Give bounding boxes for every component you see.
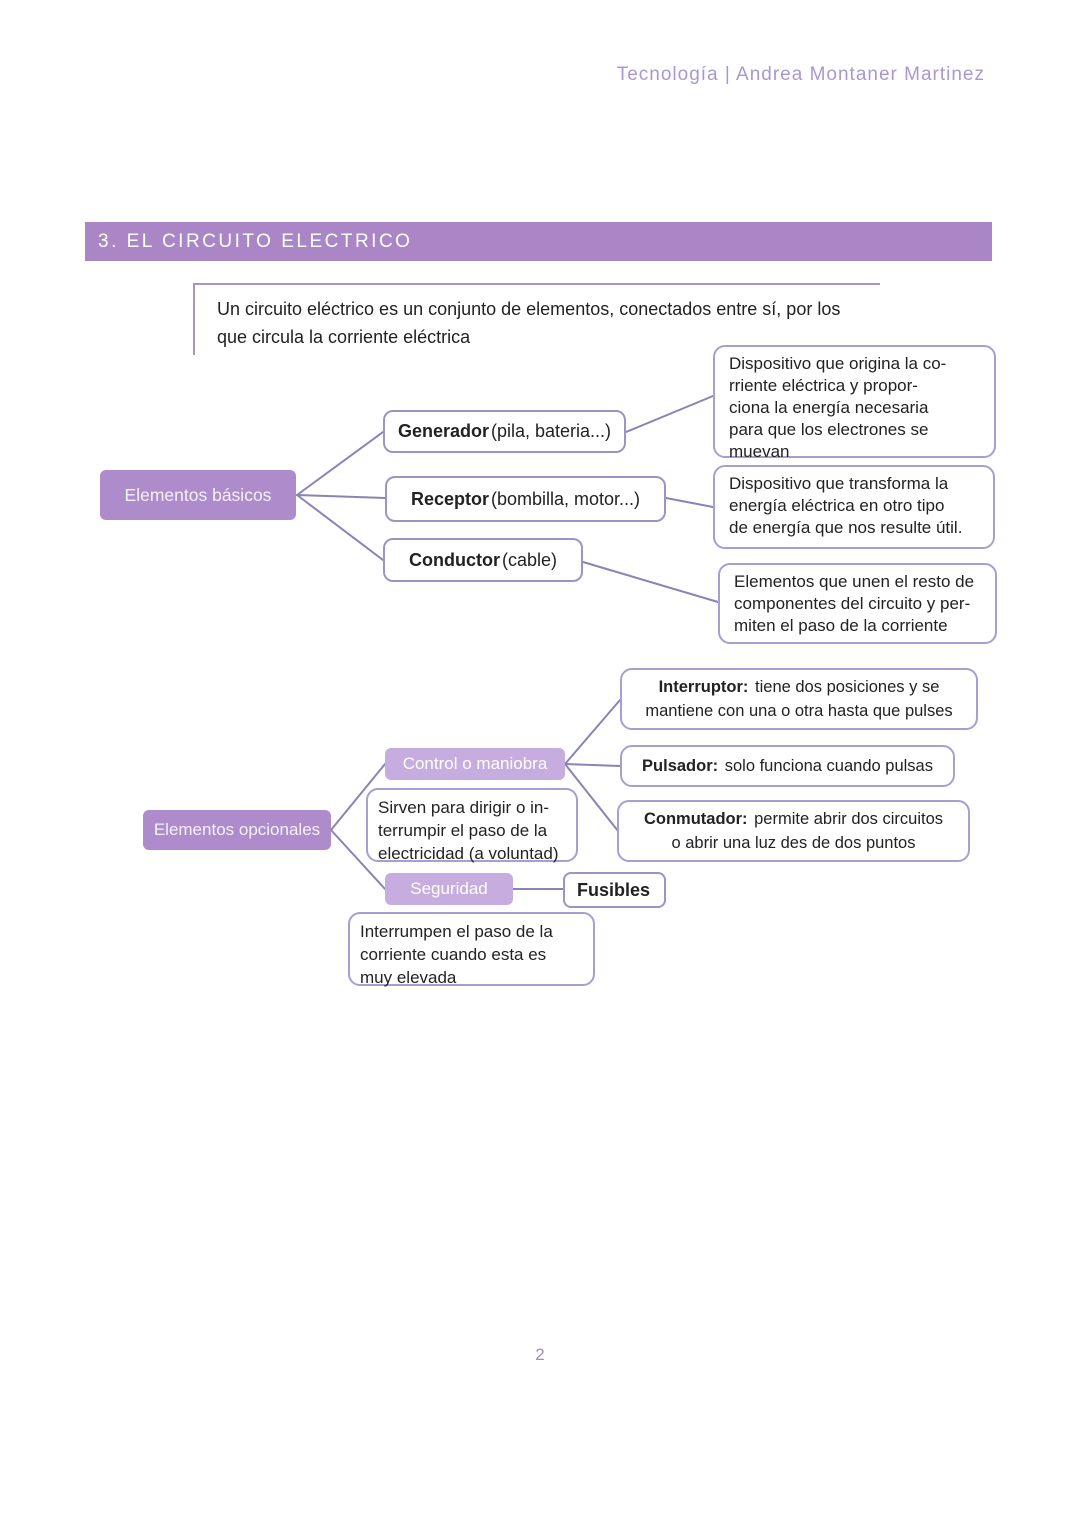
node-conductor: Conductor (cable) (383, 538, 583, 582)
node-receptor-detail: (bombilla, motor...) (490, 488, 641, 509)
desc-interruptor-text: Interruptor: tiene dos posiciones y se m… (645, 675, 952, 723)
desc-receptor: Dispositivo que transforma la energía el… (713, 465, 995, 549)
node-receptor-term: Receptor (410, 488, 489, 509)
desc-generador: Dispositivo que origina la co- rriente e… (713, 345, 996, 461)
conmutador-detail: permite abrir dos circuitos o abrir una … (671, 810, 944, 852)
node-elementos-opcionales: Elementos opcionales (143, 810, 331, 850)
section-title-bar: 3. EL CIRCUITO ELECTRICO (85, 222, 992, 261)
node-fusibles: Fusibles (563, 872, 666, 908)
fusibles-label: Fusibles (576, 879, 651, 900)
connector-generador-desc (625, 395, 714, 433)
intro-text: Un circuito eléctrico es un conjunto de … (217, 299, 841, 347)
node-control-o-maniobra: Control o maniobra (385, 748, 565, 780)
node-seguridad: Seguridad (385, 873, 513, 905)
connector-basicos-generador (296, 431, 384, 496)
node-generador-term: Generador (397, 421, 489, 441)
node-conductor-term: Conductor (408, 549, 500, 570)
connector-basicos-receptor (296, 494, 386, 499)
connector-conductor-desc (582, 561, 719, 603)
desc-conductor: Elementos que unen el resto de component… (718, 563, 997, 644)
desc-control-o-maniobra: Sirven para dirigir o in- terrumpir el p… (366, 788, 578, 863)
connector-control-pulsador (564, 763, 621, 767)
section-title: 3. EL CIRCUITO ELECTRICO (98, 231, 413, 252)
desc-interruptor: Interruptor: tiene dos posiciones y se m… (620, 668, 978, 730)
intro-note-block: Un circuito eléctrico es un conjunto de … (193, 283, 880, 355)
node-generador: Generador (pila, bateria...) (383, 410, 626, 453)
node-elementos-basicos: Elementos básicos (100, 470, 296, 520)
page-header-text: Tecnología | Andrea Montaner Martinez (616, 64, 985, 85)
node-generador-detail: (pila, bateria...) (490, 421, 612, 441)
interruptor-term: Interruptor: (658, 678, 749, 696)
pulsador-detail: solo funciona cuando pulsas (724, 757, 933, 775)
desc-pulsador-text: Pulsador: solo funciona cuando pulsas (642, 754, 933, 778)
connector-control-interruptor (564, 699, 621, 765)
node-conductor-detail: (cable) (501, 549, 557, 570)
desc-pulsador: Pulsador: solo funciona cuando pulsas (620, 745, 955, 787)
node-receptor: Receptor (bombilla, motor...) (385, 476, 666, 522)
desc-conmutador: Conmutador: permite abrir dos circuitos … (617, 800, 970, 862)
conmutador-term: Conmutador: (643, 810, 748, 828)
page-number: 2 (535, 1345, 545, 1364)
desc-conmutador-text: Conmutador: permite abrir dos circuitos … (644, 807, 943, 855)
pulsador-term: Pulsador: (642, 757, 719, 775)
desc-seguridad: Interrumpen el paso de la corriente cuan… (348, 912, 595, 987)
interruptor-detail: tiene dos posiciones y se mantiene con u… (645, 678, 953, 720)
connector-receptor-desc (665, 497, 714, 508)
connector-basicos-conductor (296, 494, 384, 561)
